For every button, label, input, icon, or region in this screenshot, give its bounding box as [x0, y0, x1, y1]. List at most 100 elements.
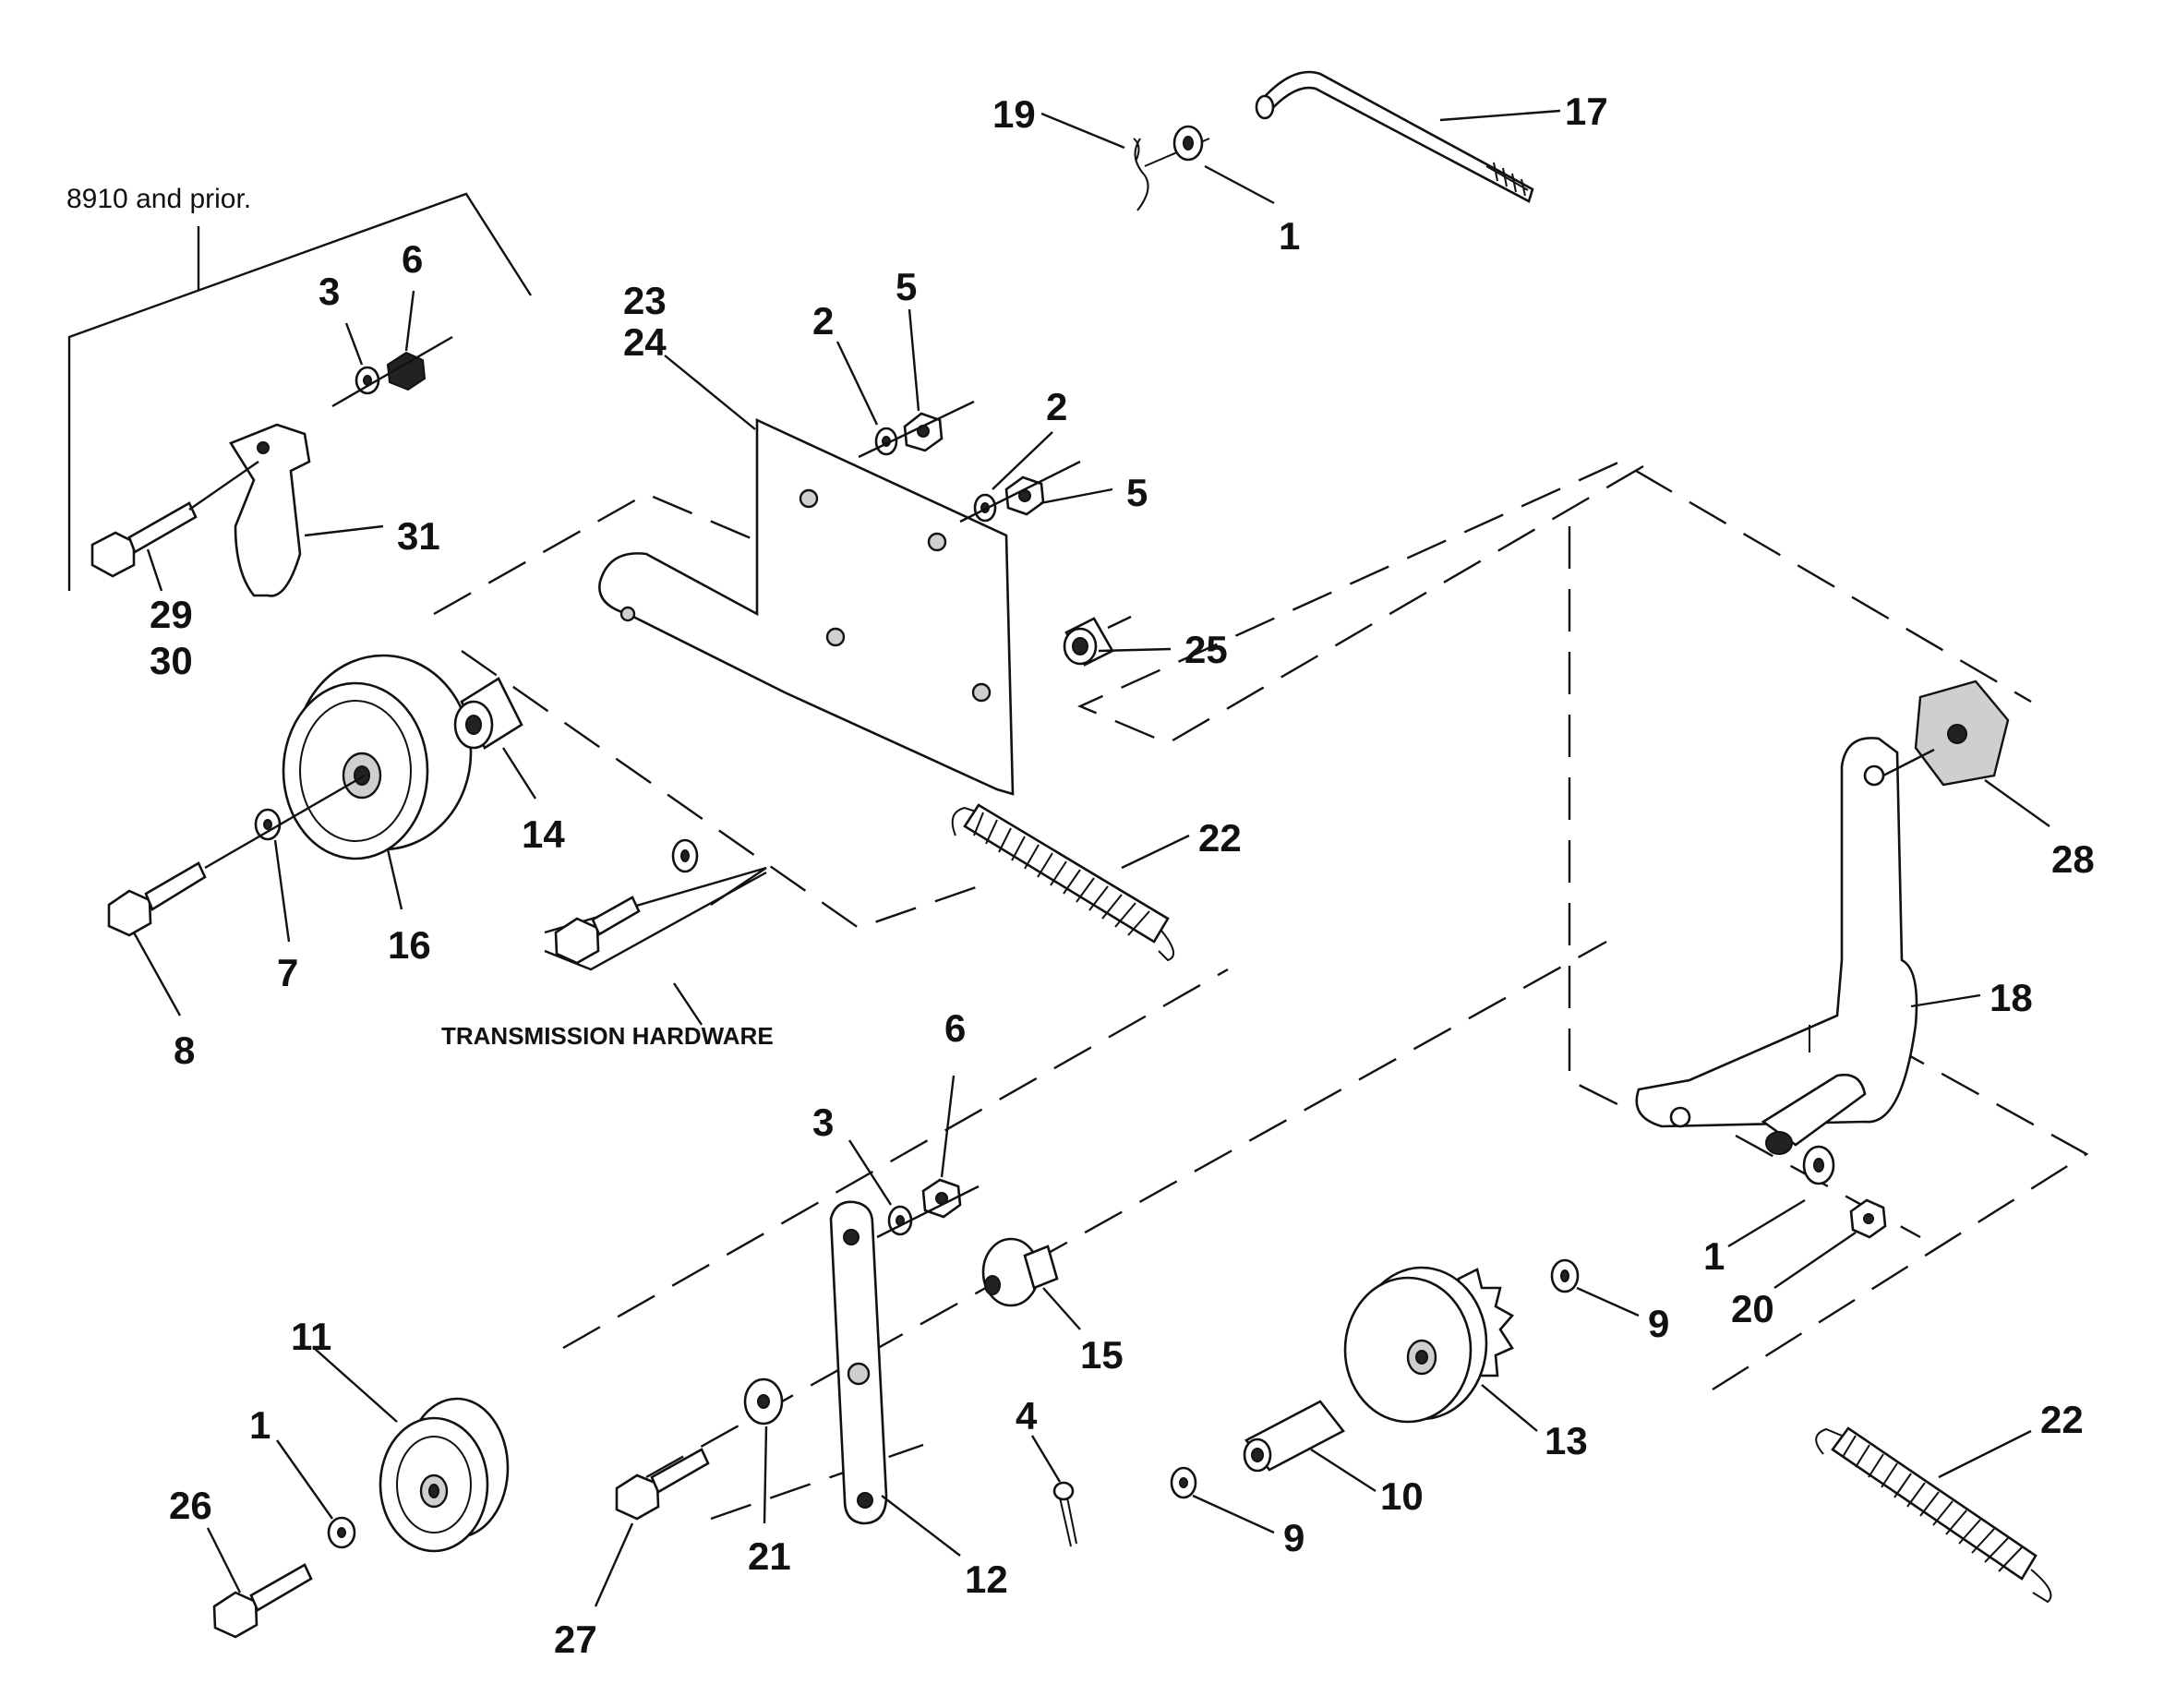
washer-hole [1813, 1158, 1824, 1173]
callout-5-b: 5 [1126, 471, 1148, 514]
pulley-groove [299, 700, 412, 842]
spring-hook-left [951, 806, 980, 836]
callout-22-bottom: 22 [2040, 1398, 2084, 1441]
leader-6-mid [940, 1075, 956, 1178]
spring-hook-left [1815, 1427, 1843, 1455]
leader-8 [132, 932, 182, 1016]
plate-path-left [433, 492, 767, 616]
plate-23-24 [598, 417, 1015, 796]
callout-3-top: 3 [319, 270, 340, 313]
bolt-axis [204, 774, 366, 870]
callout-2-a: 2 [812, 299, 834, 343]
callout-9-b: 9 [1648, 1302, 1669, 1345]
spring-hook-right [1158, 930, 1175, 962]
lower-assembly-path-2 [645, 940, 1607, 1479]
rod-17-path [1568, 526, 1635, 1114]
washer-hole [337, 1527, 346, 1538]
leader-10 [1310, 1448, 1377, 1493]
spring-coils [1842, 1435, 2023, 1572]
washer-hole [1179, 1477, 1188, 1488]
spacer-25 [1063, 615, 1132, 667]
leader-18 [1910, 993, 1981, 1008]
spring-body [1831, 1426, 2038, 1581]
plate-hole-4 [971, 682, 992, 703]
leader-1-right [1727, 1198, 1806, 1248]
callout-16: 16 [388, 923, 431, 967]
leader-17 [1439, 109, 1561, 122]
callout-8: 8 [174, 1028, 195, 1072]
pulley-front [1343, 1276, 1473, 1424]
leader-3-mid [848, 1139, 893, 1206]
nut-20 [1849, 1198, 1887, 1239]
leader-6-top [404, 290, 415, 352]
callout-26: 26 [169, 1484, 212, 1527]
leader-7 [273, 839, 291, 943]
leader-1-top [1204, 164, 1275, 205]
bolt-29-30 [90, 461, 259, 578]
leader-5-b [1040, 487, 1113, 505]
text-labels: 8910 and prior. TRANSMISSION HARDWARE 19… [66, 90, 2095, 1661]
washer-9-b [1550, 1258, 1580, 1293]
washer-hole [263, 819, 272, 830]
hardware-bracket [544, 871, 767, 971]
nut-5-b [959, 460, 1081, 523]
callout-13: 13 [1545, 1419, 1588, 1462]
spring-22-bottom-path [1712, 1014, 2089, 1391]
callout-31: 31 [397, 514, 440, 558]
nut-axis [959, 460, 1081, 523]
rod-end [1255, 94, 1275, 120]
callout-10: 10 [1380, 1474, 1424, 1518]
leader-26 [206, 1527, 242, 1594]
callout-22-top: 22 [1198, 816, 1242, 860]
cotter-pin-4 [1052, 1481, 1077, 1547]
rod-body [1258, 70, 1534, 203]
washer-1-right [1802, 1145, 1835, 1185]
nut-6-top [331, 335, 453, 408]
callout-12: 12 [965, 1558, 1008, 1601]
bracket-pin-end [1765, 1131, 1793, 1155]
leader-19 [1040, 112, 1125, 150]
spring-hook-right [2030, 1569, 2052, 1604]
callout-17: 17 [1565, 90, 1608, 133]
washer-21 [743, 1377, 784, 1425]
pulley-11 [379, 1397, 510, 1553]
bracket-31-hole [257, 441, 270, 454]
callout-24: 24 [623, 320, 667, 364]
leader-23 [664, 355, 756, 430]
spacer-10 [1243, 1400, 1345, 1473]
callout-1-top: 1 [1279, 214, 1300, 258]
bolt-shank [127, 501, 198, 554]
callout-20: 20 [1731, 1287, 1774, 1330]
nut-bore [1863, 1213, 1874, 1224]
washer-hole [757, 1394, 770, 1409]
bracket-top-hole [1863, 764, 1885, 787]
pulley-16 [282, 654, 473, 860]
leader-22-bottom [1938, 1429, 2032, 1479]
callout-11: 11 [291, 1315, 331, 1358]
plate-hole-3 [825, 627, 846, 647]
washer-9-a [1170, 1466, 1197, 1499]
nut-28-bore [1947, 724, 1967, 744]
nut-20-path [1735, 1134, 1921, 1239]
spacer-bore [1251, 1448, 1264, 1462]
callout-9-a: 9 [1283, 1516, 1304, 1559]
spacer-bore [1072, 637, 1088, 656]
callout-5-a: 5 [896, 265, 917, 308]
pulley-bore [428, 1484, 439, 1498]
nut-axis [858, 400, 975, 459]
link-hole-top [843, 1229, 860, 1245]
leader-4 [1030, 1435, 1062, 1483]
leader-5-a [908, 308, 920, 412]
plate-path-lower [461, 650, 980, 930]
leader-16 [386, 848, 403, 910]
bolt-shank [144, 861, 207, 911]
pulley-bore [354, 765, 370, 786]
leader-21 [763, 1425, 768, 1524]
lower-assembly-path-3 [710, 1443, 924, 1521]
washer-2-b [973, 493, 997, 523]
callout-14: 14 [522, 812, 565, 856]
leader-25 [1098, 647, 1172, 653]
hw-washer-hole [680, 849, 690, 862]
bushing-15 [981, 1237, 1059, 1307]
